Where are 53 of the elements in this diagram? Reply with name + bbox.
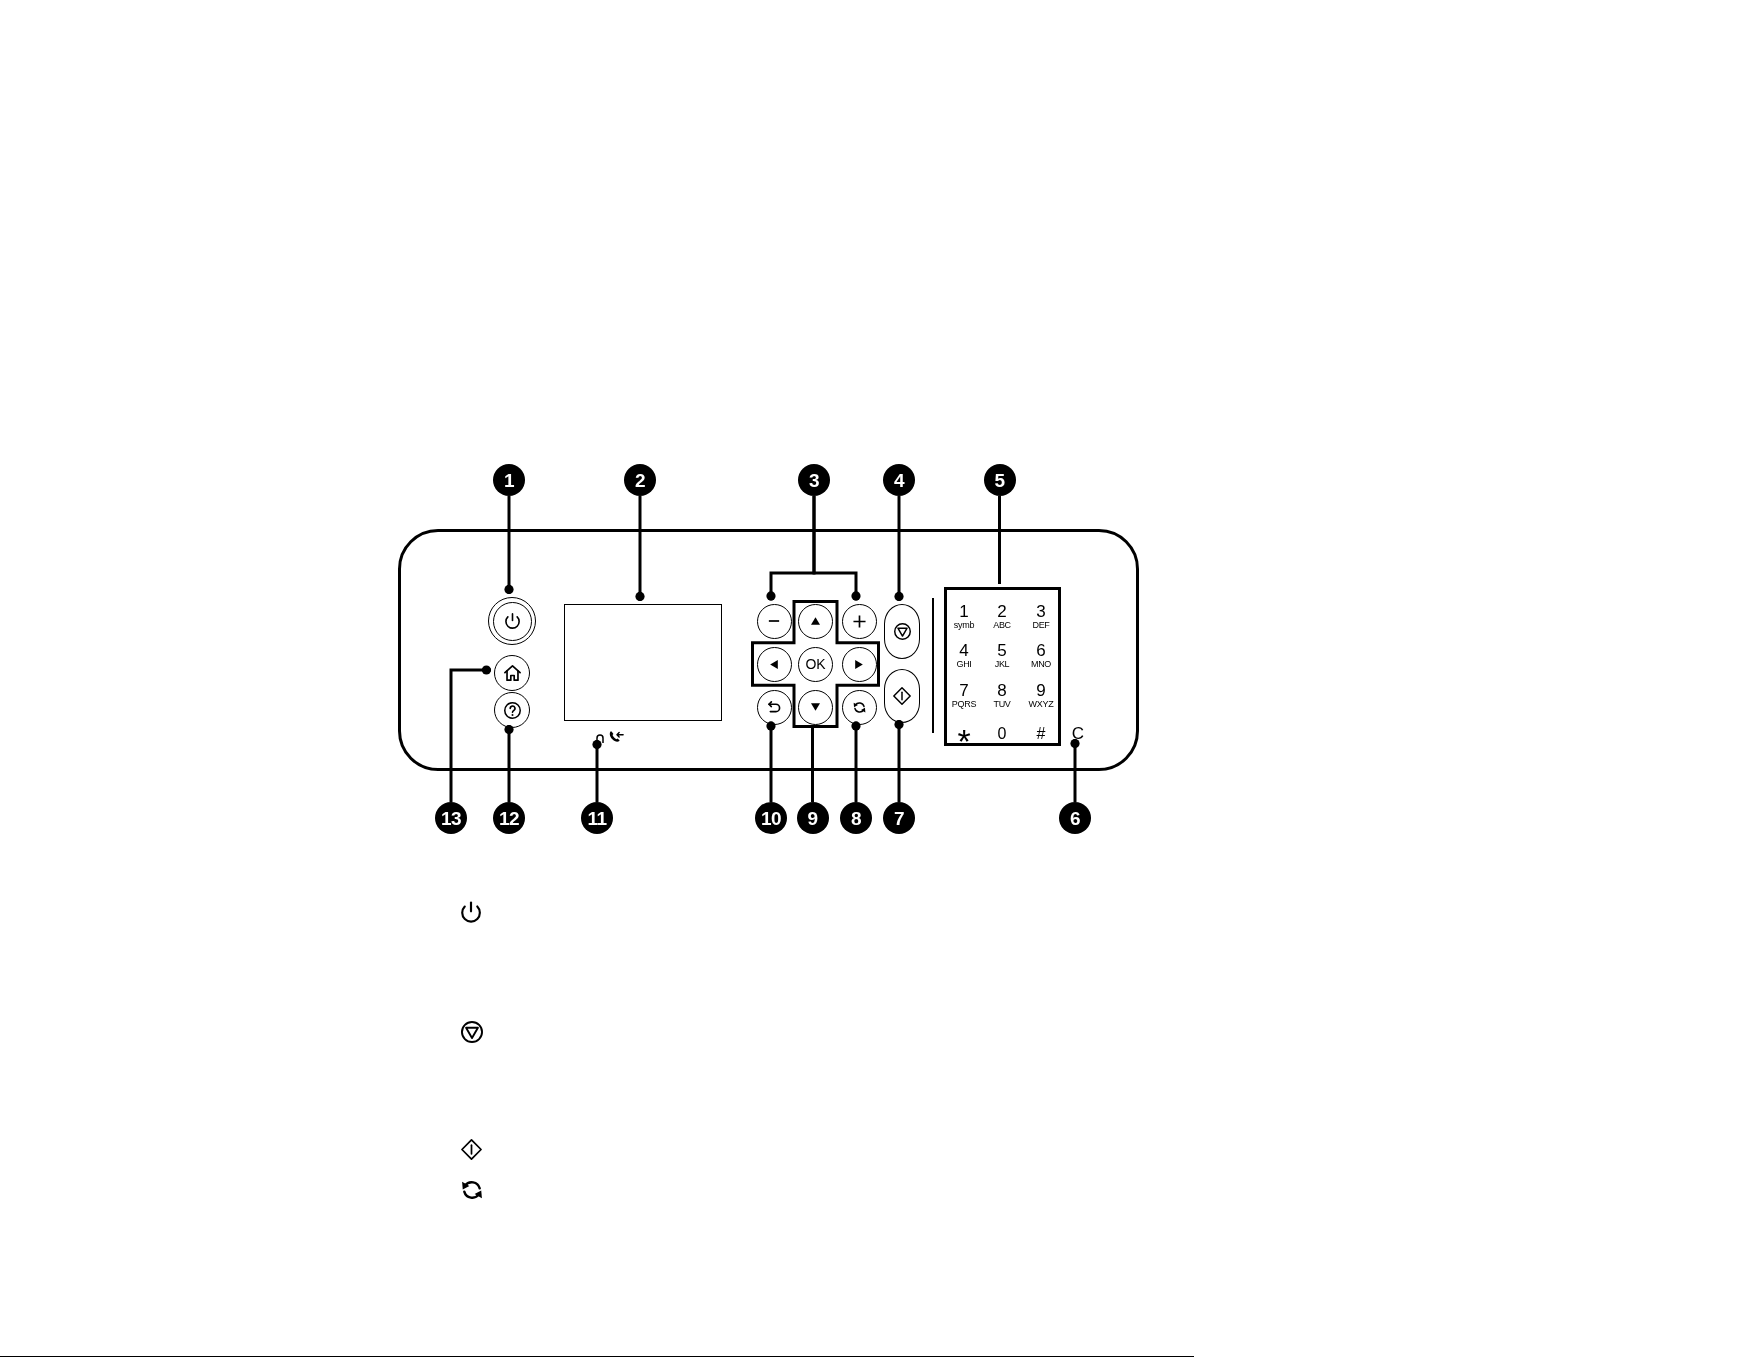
leader-line <box>635 496 645 601</box>
key-sublabel: WXYZ <box>1028 699 1054 709</box>
key-label: 4 <box>959 641 969 659</box>
callout-number: 10 <box>755 802 787 834</box>
leader-line <box>592 740 602 802</box>
callout-number: 11 <box>581 802 613 834</box>
callout-number: 12 <box>493 802 525 834</box>
callout-number: 1 <box>493 464 525 496</box>
key-label: 5 <box>997 641 1007 659</box>
key-label: 2 <box>997 602 1007 620</box>
key-label: 0 <box>997 726 1007 742</box>
leader-line <box>851 721 861 802</box>
key-sublabel: PQRS <box>951 699 977 709</box>
leader-line <box>766 721 776 802</box>
callout-number: 5 <box>983 464 1016 496</box>
keypad <box>944 587 1061 746</box>
key-sublabel: DEF <box>1032 620 1050 630</box>
key-sublabel: GHI <box>956 659 972 669</box>
leader-line <box>504 725 514 802</box>
leader-line <box>894 496 904 601</box>
callout-number: 4 <box>883 464 915 496</box>
key-label: 9 <box>1036 681 1046 699</box>
leader-line <box>504 496 514 594</box>
callout-number: 8 <box>840 802 872 834</box>
callout-number: 3 <box>798 464 830 496</box>
key-sublabel: ABC <box>993 620 1011 630</box>
callout-number: 13 <box>435 802 467 834</box>
callout-number: 7 <box>883 802 915 834</box>
display-screen <box>564 604 722 721</box>
key-label: 6 <box>1036 641 1046 659</box>
callout-number: 9 <box>796 802 829 834</box>
key-label: * <box>957 727 971 741</box>
key-sublabel: symb <box>953 620 975 630</box>
callout-number: 2 <box>624 464 656 496</box>
leader-line <box>894 720 904 802</box>
key-label: 1 <box>959 602 969 620</box>
key-sublabel: JKL <box>994 659 1010 669</box>
leader-line <box>811 725 814 802</box>
arch-icon <box>596 734 604 743</box>
key-label: # <box>1036 726 1046 742</box>
key-sublabel: MNO <box>1030 659 1052 669</box>
leader-line <box>998 496 1001 584</box>
leader-line <box>449 665 491 802</box>
key-label: 8 <box>997 681 1007 699</box>
callout-number: 6 <box>1059 802 1091 834</box>
key-label: 3 <box>1036 602 1046 620</box>
leader-line <box>1070 739 1080 802</box>
key-sublabel: TUV <box>993 699 1011 709</box>
key-label: C <box>1071 724 1085 742</box>
arrow-key-frame <box>751 600 880 728</box>
control-panel <box>398 529 1139 771</box>
leader-line <box>812 496 861 601</box>
key-label: 7 <box>959 681 969 699</box>
